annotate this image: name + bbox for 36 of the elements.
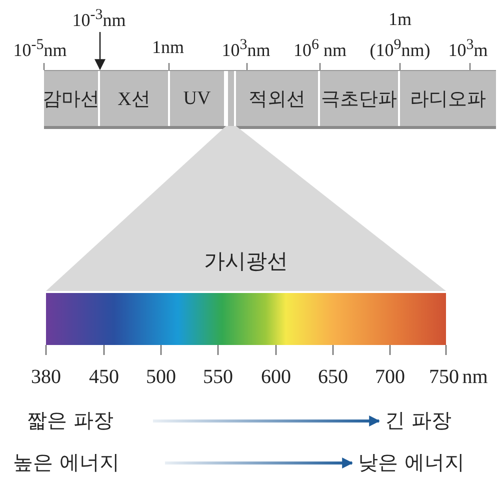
band-label: 라디오파 <box>410 88 486 112</box>
band-segment <box>320 71 400 126</box>
caption-text: 높은 에너지 <box>13 452 120 472</box>
arrow <box>165 458 354 468</box>
band-label: 감마선 <box>42 88 100 112</box>
visible-light-fan <box>46 126 446 291</box>
scale-label: 10$^{-5}$nm <box>13 38 67 59</box>
scale-label: nm <box>462 367 488 387</box>
caption-text: 낮은 에너지 <box>358 452 464 472</box>
caption-text: 긴 파장 <box>385 410 452 430</box>
band-label: UV <box>183 88 211 110</box>
scale-label: 1nm <box>152 38 184 56</box>
scale-label: 550 <box>203 367 233 387</box>
scale-label: 10$^{-3}$nm <box>72 8 126 29</box>
scale-label: 600 <box>261 367 291 387</box>
scale-label: 1m <box>388 10 412 28</box>
scale-label: (10$^{9}$nm) <box>370 38 430 59</box>
arrow <box>153 416 380 426</box>
band-segment <box>44 71 100 126</box>
scale-label: 700 <box>375 367 405 387</box>
scale-label: 10$^{3}$m <box>448 38 488 59</box>
scale-label: 380 <box>31 367 61 387</box>
visible-spectrum-bar <box>46 293 446 345</box>
arrow <box>94 32 106 70</box>
caption-text: 짧은 파장 <box>27 410 114 430</box>
scale-label: 450 <box>89 367 119 387</box>
scale-label: 750 <box>429 367 459 387</box>
scale-label: 500 <box>146 367 176 387</box>
scale-label: 650 <box>318 367 348 387</box>
visible-band-segment <box>226 71 236 126</box>
scale-label: 10$^{3}$nm <box>222 38 270 59</box>
scale-label: 10$^{6}$ nm <box>294 38 346 59</box>
fan-title: 가시광선 <box>204 248 288 275</box>
band-label: 극초단파 <box>321 88 397 112</box>
band-label: 적외선 <box>248 88 306 112</box>
band-label: X선 <box>118 88 150 112</box>
